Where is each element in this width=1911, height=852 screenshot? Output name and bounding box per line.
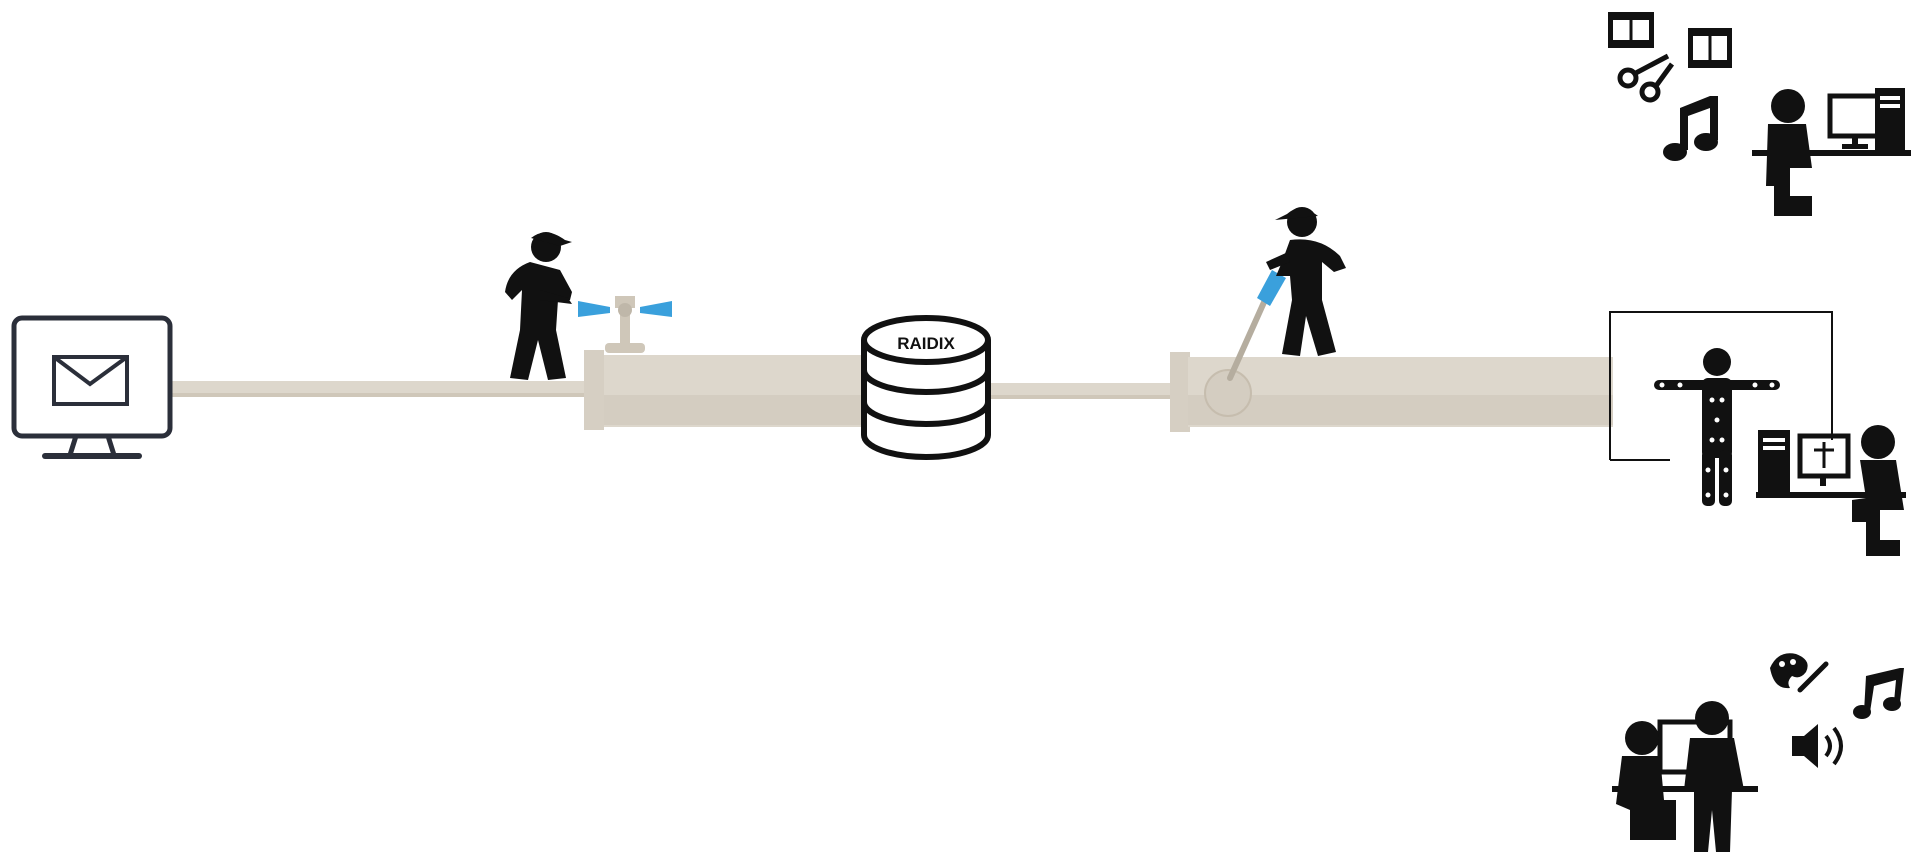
motion-capture-workstation-icon [1610, 312, 1906, 556]
music-note-icon [1663, 96, 1718, 161]
music-note-icon-2 [1853, 668, 1904, 719]
worker-with-tool-icon [1230, 207, 1346, 378]
two-people-at-computer-icon [1612, 701, 1758, 852]
art-sound-team-icon [1612, 653, 1904, 852]
palette-brush-icon [1770, 653, 1826, 690]
speaker-icon [1792, 724, 1841, 768]
monitor-mail-icon [14, 318, 170, 459]
storage-label: RAIDIX [897, 334, 955, 353]
video-editing-workstation-icon [1608, 12, 1911, 216]
pipe-flange-1 [584, 350, 604, 430]
scissors-icon [1620, 56, 1672, 100]
person-at-computer-icon [1752, 88, 1911, 216]
database-icon: RAIDIX [864, 318, 988, 457]
pipe-flange-2 [1170, 352, 1190, 432]
film-strip-icon [1608, 12, 1732, 68]
